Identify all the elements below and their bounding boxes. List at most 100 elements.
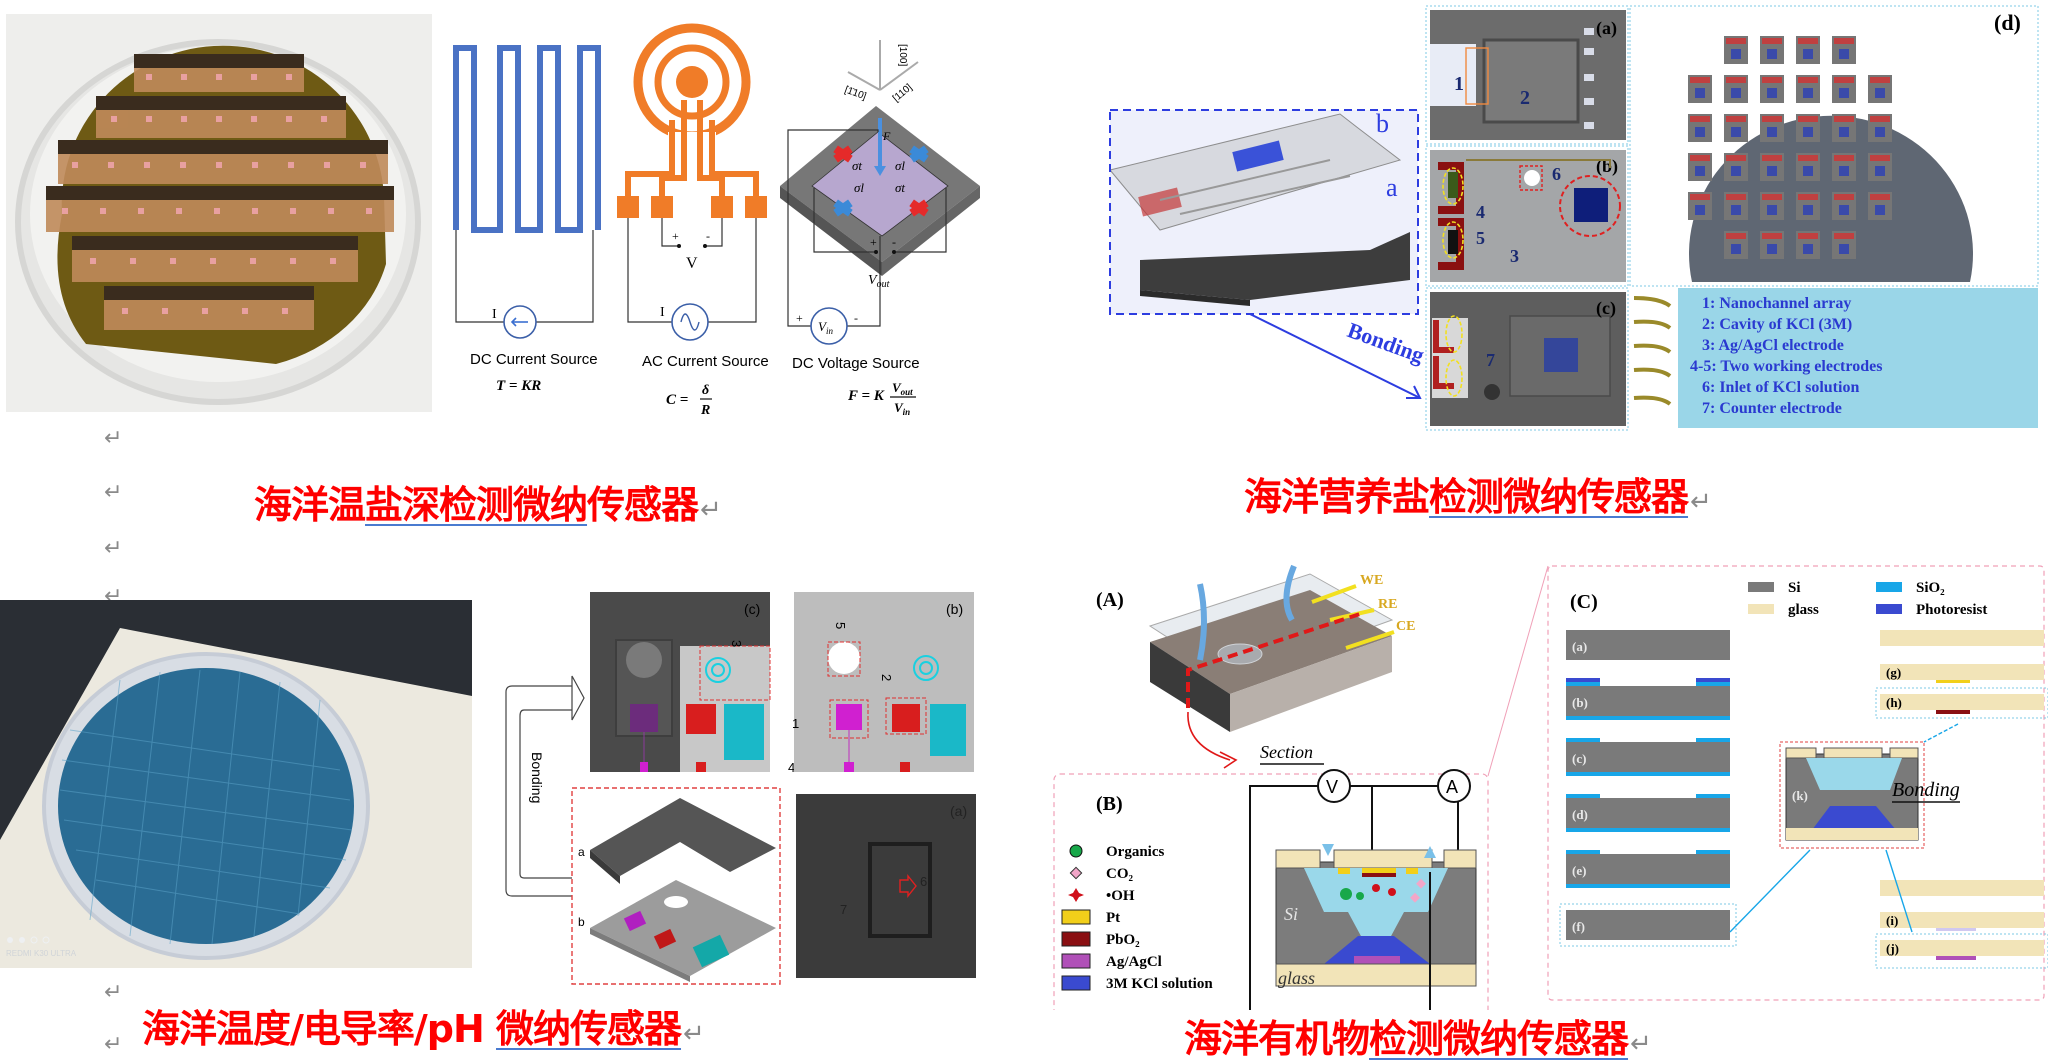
ce-label: CE [1396,619,1415,634]
wafer-photo-gold-graphic [15,39,421,405]
tcp-num-4: 4 [788,760,795,775]
paragraph-mark: ↵ [1690,487,1712,517]
organics-icon [1069,844,1083,858]
glass-region-label: glass [1278,968,1315,988]
caption-tcp-underlined: 微纳传感器 [496,1007,682,1051]
paragraph-mark: ↵ [104,980,123,1005]
vin-minus: - [854,311,858,325]
piezoresistor-red-2 [909,199,929,217]
tcp-bonding-label: Bonding [529,752,545,803]
glass-layer [1880,664,2044,680]
caption-nutrient-underlined: 检测微纳传感器 [1429,475,1689,519]
bonding-label: Bonding [1344,317,1427,368]
ac-voltage-symbol: V [686,255,698,272]
process-bonding-label: Bonding [1892,779,1960,801]
glass-layer [1880,912,2044,928]
step-label: (b) [1572,695,1588,710]
axis-110bar-label: [1̄10] [843,84,868,102]
re-label: RE [1378,597,1397,612]
sensing-circuits-figure: I DC Current Source T = KR + - V I AC Cu… [440,0,1120,430]
caption-temp-cond-ph-sensor: 海洋温度/电导率/pH 微纳传感器↵ [142,998,705,1053]
dc-source-symbol: I [492,307,497,322]
legend-label: PbO₂ [1106,932,1140,948]
process-step [1566,630,1730,660]
glass-layer [1880,940,2044,956]
tcp-num-6: 6 [920,874,927,889]
legend-swatch [1748,604,1774,614]
stress-label-2: σl [895,158,905,173]
process-step [1566,742,1730,772]
tcp-num-1: 1 [792,716,799,731]
vout-label: Vout [868,273,890,290]
ac-plus: + [672,229,679,243]
legend-label: Ag/AgCl [1106,954,1162,970]
dc-formula-num: Vout [892,380,913,397]
stress-label-1: σt [852,158,862,173]
wafer-photo-blue: REDMI K30 ULTRA [0,600,472,968]
caption-ctd-prefix: 海洋温 [254,483,366,527]
vin-plus: + [796,311,803,325]
dc-plus: + [870,235,877,249]
paragraph-mark: ↵ [104,536,123,561]
paragraph-mark: ↵ [104,1032,123,1057]
exploded-view-box [1109,109,1419,315]
dc-voltage-source-icon [810,307,848,345]
tcp-num-2: 2 [879,674,894,681]
num-3: 3 [1510,246,1519,266]
legend-swatch [1876,582,1902,592]
caption-ctd-sensor: 海洋温盐深检测微纳传感器↵ [254,474,722,529]
step-label: (i) [1886,913,1898,928]
dc-minus: - [892,235,896,249]
caption-nutrient-prefix: 海洋营养盐 [1244,475,1430,519]
step-label: (h) [1886,695,1902,710]
legend-label: SiO₂ [1916,580,1945,596]
dc-current-formula: T = KR [496,378,541,394]
stress-label-3: σl [854,180,864,195]
step-label: (e) [1572,863,1586,878]
glass-layer [1880,630,2044,646]
serpentine-resistor [453,45,601,233]
ac-formula-den: R [700,403,710,418]
tcp-panel-a-label: (a) [950,803,967,819]
legend-label: •OH [1106,888,1135,904]
legend-box [1678,288,2038,428]
process-step [1566,798,1730,828]
axis-100-label: [100] [897,44,908,66]
dc-voltage-formula-lhs: F = K [847,388,885,404]
photo-watermark: REDMI K30 ULTRA [6,949,77,958]
hydroxyl-icon [1068,888,1084,902]
nutrient-sensor-figure: b a Bonding 1 2 (a) 6 4 5 3 (b) [1100,0,2048,440]
legend-item: 3: Ag/AgCl electrode [1702,337,1844,354]
legend-swatch [1061,931,1091,947]
tcp-layer-a-label: a [578,845,585,859]
dc-voltage-label: DC Voltage Source [792,355,920,372]
step-label: (f) [1572,919,1585,934]
num-5: 5 [1476,228,1485,248]
paragraph-mark: ↵ [104,426,123,451]
caption-tcp-prefix: 海洋温度/电导率/pH [142,1007,496,1051]
bonding-arrow [1249,313,1421,399]
num-2: 2 [1520,87,1530,109]
caption-organic-sensor: 海洋有机物检测微纳传感器↵ [1184,1008,1652,1063]
legend-swatch [1061,953,1091,969]
piezoresistor-blue-2 [833,199,853,217]
step-label: (c) [1572,751,1586,766]
legend-item: 6: Inlet of KCl solution [1702,379,1859,396]
section-cut-line [1186,612,1361,708]
caption-nutrient-sensor: 海洋营养盐检测微纳传感器↵ [1244,466,1712,521]
dc-current-label: DC Current Source [470,351,598,368]
legend-label: CO₂ [1106,866,1134,882]
legend-label: 3M KCl solution [1106,976,1213,992]
crystal-axes [847,40,919,91]
tcp-sensor-figure: (c) 3 4 (b) 1 2 5 Bonding a b [480,580,1000,1000]
step-label: (j) [1886,941,1899,956]
legend-label: Si [1788,580,1801,596]
panel-C-label: (C) [1570,591,1598,613]
num-1: 1 [1454,73,1464,95]
tcp-num-3: 3 [729,640,744,647]
layer-a-label: a [1386,173,1398,202]
ac-current-label: AC Current Source [642,353,769,370]
